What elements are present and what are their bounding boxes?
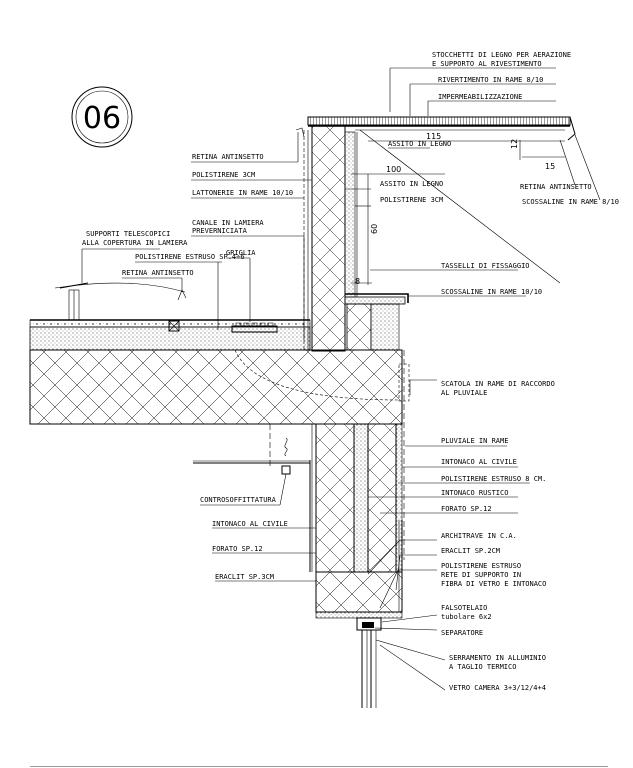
- label-polistirene-mid: POLISTIRENE 3CM: [380, 196, 443, 204]
- dim-15: 15: [545, 162, 555, 171]
- dimension-lines: 115 12 15 100 60 8: [351, 132, 565, 286]
- parapet-cap: [295, 116, 576, 284]
- label-falsotelaio-2: tubolare 6x2: [441, 613, 492, 621]
- label-griglia: GRIGLIA: [226, 249, 256, 257]
- parapet-base: [344, 293, 409, 351]
- label-separatore: SEPARATORE: [441, 629, 483, 637]
- label-forato-left: FORATO SP.12: [212, 545, 263, 553]
- bottom-rule: [30, 766, 608, 767]
- label-serramento: SERRAMENTO IN ALLUMINIO: [449, 654, 546, 662]
- label-canale-2: PREVERNICIATA: [192, 227, 248, 235]
- leader-lines: [81, 67, 601, 691]
- roof-insulation-layer: [29, 319, 311, 351]
- label-supporti-2: ALLA COPERTURA IN LAMIERA: [82, 239, 188, 247]
- label-serramento-2: A TAGLIO TERMICO: [449, 663, 516, 671]
- label-canale: CANALE IN LAMIERA: [192, 219, 264, 227]
- label-pluviale: PLUVIALE IN RAME: [441, 437, 508, 445]
- label-polistirene-3cm-left: POLISTIRENE 3CM: [192, 171, 255, 179]
- label-architrave: ARCHITRAVE IN C.A.: [441, 532, 517, 540]
- label-intonaco-civile-left: INTONACO AL CIVILE: [212, 520, 288, 528]
- label-controsoffittatura: CONTROSOFFITTATURA: [200, 496, 277, 504]
- label-polistirene-rete-3: FIBRA DI VETRO E INTONACO: [441, 580, 546, 588]
- label-polistirene-rete-2: RETE DI SUPPORTO IN: [441, 571, 521, 579]
- label-supporti: SUPPORTI TELESCOPICI: [86, 230, 170, 238]
- label-assito-top: ASSITO IN LEGNO: [388, 140, 451, 148]
- label-retina-top: RETINA ANTINSETTO: [192, 153, 264, 161]
- label-falsotelaio: FALSOTELAIO: [441, 604, 487, 612]
- label-impermeabilizzazione: IMPERMEABILIZZAZIONE: [438, 93, 522, 101]
- label-polistirene-estruso-roof: POLISTIRENE ESTRUSO SP.4÷6: [135, 253, 245, 261]
- dim-115: 115: [426, 132, 441, 141]
- label-retina-right: RETINA ANTINSETTO: [520, 183, 592, 191]
- label-polistirene-rete: POLISTIRENE ESTRUSO: [441, 562, 521, 570]
- label-stocchetti-2: E SUPPORTO AL RIVESTIMENTO: [432, 60, 542, 68]
- roof-accessories: [168, 320, 278, 333]
- label-vetro: VETRO CAMERA 3+3/12/4+4: [449, 684, 546, 692]
- telescopic-support: [54, 282, 187, 321]
- false-ceiling: [193, 424, 310, 475]
- dim-100: 100: [386, 165, 401, 174]
- label-eraclit-2: ERACLIT SP.2CM: [441, 547, 500, 555]
- detail-number: 06: [83, 101, 121, 136]
- label-polistirene-8: POLISTIRENE ESTRUSO 8 CM.: [441, 475, 546, 483]
- lower-wall: [309, 423, 403, 573]
- label-forato-right: FORATO SP.12: [441, 505, 492, 513]
- dim-60: 60: [370, 224, 379, 234]
- label-scatola-2: AL PLUVIALE: [441, 389, 487, 397]
- label-stocchetti: STOCCHETTI DI LEGNO PER AERAZIONE: [432, 51, 571, 59]
- label-lattonerie: LATTONERIE IN RAME 10/10: [192, 189, 293, 197]
- detail-number-badge: 06: [71, 86, 133, 148]
- label-intonaco-civile-right: INTONACO AL CIVILE: [441, 458, 517, 466]
- window-frame: [356, 617, 382, 708]
- label-scossaline-right: SCOSSALINE IN RAME 8/10: [522, 198, 619, 206]
- label-assito-mid: ASSITO IN LEGNO: [380, 180, 443, 188]
- label-scossaline-10: SCOSSALINE IN RAME 10/10: [441, 288, 542, 296]
- label-tasselli: TASSELLI DI FISSAGGIO: [441, 262, 530, 270]
- label-eraclit-3: ERACLIT SP.3CM: [215, 573, 274, 581]
- label-retina-roof: RETINA ANTINSETTO: [122, 269, 194, 277]
- dim-8: 8: [355, 277, 360, 286]
- dim-12: 12: [510, 139, 519, 149]
- label-rivestimento: RIVERTIMENTO IN RAME 8/10: [438, 76, 543, 84]
- label-intonaco-rustico: INTONACO RUSTICO: [441, 489, 508, 497]
- label-scatola: SCATOLA IN RAME DI RACCORDO: [441, 380, 555, 388]
- roof-slab: [29, 349, 403, 425]
- labels: STOCCHETTI DI LEGNO PER AERAZIONE E SUPP…: [82, 51, 619, 692]
